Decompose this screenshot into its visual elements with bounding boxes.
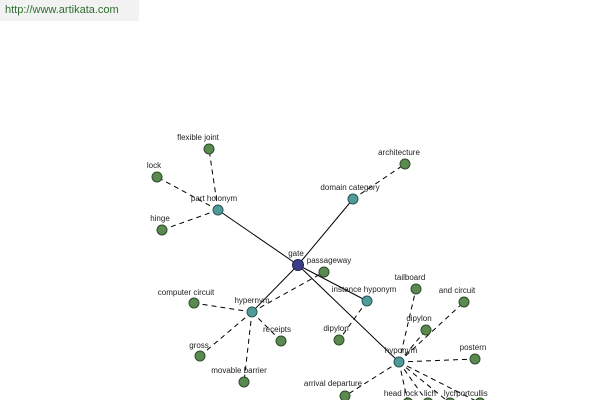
- node-label-dipylon-b: dipylon: [406, 314, 431, 323]
- leaf-node-gross[interactable]: [194, 350, 206, 362]
- edge-hyponym-portcullis: [398, 361, 476, 400]
- relation-node-part-holonym[interactable]: [212, 204, 224, 216]
- node-label-and-circuit: and circuit: [439, 286, 476, 295]
- node-label-tailboard: tailboard: [395, 273, 426, 282]
- node-label-computer-circuit: computer circuit: [158, 288, 215, 297]
- node-label-movable-barrier: movable barrier: [211, 366, 267, 375]
- edge-hypernym-computer-circuit: [193, 302, 253, 313]
- leaf-node-movable-barrier[interactable]: [238, 376, 250, 388]
- leaf-node-dipylon-a[interactable]: [333, 334, 345, 346]
- edge-part-holonym-hinge: [161, 209, 219, 231]
- node-label-flexible-joint: flexible joint: [177, 133, 220, 142]
- node-label-gate: gate: [288, 249, 304, 258]
- site-url-link[interactable]: http://www.artikata.com: [0, 0, 139, 21]
- node-label-lychgate: lych: [444, 389, 458, 398]
- edge-part-holonym-flexible-joint: [208, 148, 219, 211]
- leaf-node-receipts[interactable]: [275, 335, 287, 347]
- edge-part-holonym-lock: [156, 176, 219, 211]
- edge-gate-part-holonym: [217, 209, 299, 266]
- edge-hypernym-movable-barrier: [243, 311, 253, 383]
- leaf-node-passageway[interactable]: [318, 266, 330, 278]
- graph-edges: [156, 148, 476, 400]
- leaf-node-computer-circuit[interactable]: [188, 297, 200, 309]
- leaf-node-lock[interactable]: [151, 171, 163, 183]
- node-label-postern: postern: [460, 343, 487, 352]
- node-label-gross: gross: [189, 341, 209, 350]
- node-label-hinge: hinge: [150, 214, 170, 223]
- edge-hyponym-head-lock: [398, 361, 408, 400]
- leaf-node-dipylon-b[interactable]: [420, 324, 432, 336]
- node-label-part-holonym: part holonym: [191, 194, 238, 203]
- edge-hyponym-dipylon-b: [398, 329, 427, 363]
- relation-node-hypernym[interactable]: [246, 306, 258, 318]
- edge-hyponym-lychgate: [398, 361, 448, 400]
- node-label-lichgate: lich: [424, 389, 436, 398]
- relation-node-hyponym[interactable]: [393, 356, 405, 368]
- edge-instance-hyponym-dipylon-a: [338, 300, 368, 341]
- node-label-hypernym: hypernym: [234, 296, 269, 305]
- node-label-arrival-departure: arrival departure: [304, 379, 363, 388]
- relation-node-domain-category[interactable]: [347, 193, 359, 205]
- node-label-dipylon-a: dipylon: [323, 324, 348, 333]
- node-label-lock: lock: [147, 161, 162, 170]
- edge-gate-hypernym: [251, 264, 299, 313]
- leaf-node-tailboard[interactable]: [410, 283, 422, 295]
- edge-gate-instance-hyponym: [297, 264, 368, 302]
- graph-nodes: [151, 143, 485, 400]
- leaf-node-arrival-departure[interactable]: [339, 390, 351, 400]
- edge-hyponym-tailboard: [398, 288, 417, 363]
- edge-hyponym-and-circuit: [398, 301, 465, 363]
- edge-domain-category-architecture: [352, 163, 406, 200]
- root-node-gate[interactable]: [292, 259, 304, 271]
- node-label-domain-category: domain category: [320, 183, 379, 192]
- leaf-node-architecture[interactable]: [399, 158, 411, 170]
- edge-hypernym-gross: [199, 311, 253, 357]
- node-label-passageway: passageway: [307, 256, 351, 265]
- edge-gate-domain-category: [297, 198, 354, 266]
- edge-hypernym-receipts: [251, 311, 282, 342]
- leaf-node-flexible-joint[interactable]: [203, 143, 215, 155]
- node-label-architecture: architecture: [378, 148, 420, 157]
- graph-labels: gate part holonym domain category instance …: [147, 133, 488, 398]
- node-label-hyponym: hyponym: [385, 346, 418, 355]
- node-label-head-lock: head lock: [384, 389, 419, 398]
- edge-hypernym-passageway: [251, 271, 325, 313]
- node-label-portcullis: portcullis: [456, 389, 488, 398]
- leaf-node-hinge[interactable]: [156, 224, 168, 236]
- leaf-node-and-circuit[interactable]: [458, 296, 470, 308]
- edge-gate-hyponym: [297, 264, 400, 363]
- edge-hyponym-postern: [398, 358, 476, 363]
- node-label-receipts: receipts: [263, 325, 291, 334]
- node-label-instance-hyponym: instance hyponym: [332, 285, 397, 294]
- edge-hyponym-arrival-departure: [344, 361, 400, 397]
- relation-node-instance-hyponym[interactable]: [361, 295, 373, 307]
- leaf-node-postern[interactable]: [469, 353, 481, 365]
